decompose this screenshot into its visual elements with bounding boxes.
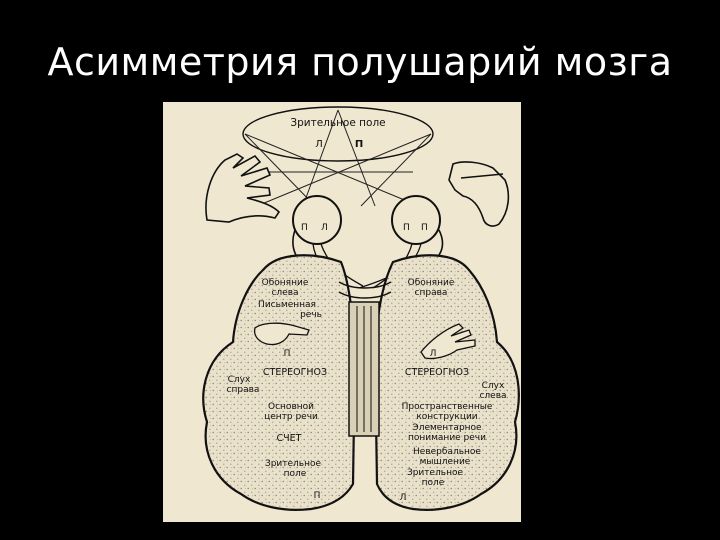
right-bottom-mark: Л	[400, 493, 407, 503]
right-nonverbal-line1: Невербальное	[413, 447, 481, 457]
visual-field-title: Зрительное поле	[290, 117, 385, 129]
right-smell-line1: Обоняние	[408, 278, 455, 288]
right-vision-line1: Зрительное	[407, 468, 464, 478]
right-spatial-line1: Пространственные	[402, 402, 493, 412]
left-inner-hand	[253, 322, 310, 346]
left-hand-mark: П	[284, 349, 291, 359]
left-writing-line1: Письменная	[258, 300, 316, 310]
right-stereognosis: СТЕРЕОГНОЗ	[405, 367, 469, 378]
right-speech-line2: понимание речи	[408, 433, 486, 443]
left-speech-line2: центр речи	[264, 412, 318, 422]
left-hand-illustration	[205, 153, 281, 223]
right-spatial-line2: конструкции	[416, 412, 477, 422]
left-vision-line1: Зрительное	[265, 459, 322, 469]
left-stereognosis: СТЕРЕОГНОЗ	[263, 367, 327, 378]
left-bottom-mark: П	[314, 491, 321, 501]
eye-right	[391, 195, 444, 261]
corpus-callosum	[338, 281, 392, 437]
left-speech-line1: Основной	[268, 402, 314, 412]
right-nonverbal-line2: мышление	[420, 457, 471, 467]
right-hearing-line2: слева	[479, 391, 506, 401]
left-smell-line2: слева	[271, 288, 298, 298]
left-counting: СЧЕТ	[277, 433, 302, 444]
slide-title: Асимметрия полушарий мозга	[47, 40, 673, 84]
visual-field-left-mark: Л	[315, 139, 323, 150]
eye-left-right-mark: Л	[321, 223, 328, 233]
left-smell-line1: Обоняние	[262, 278, 309, 288]
eye-left-left-mark: П	[301, 223, 308, 233]
left-hemisphere	[202, 254, 357, 511]
optic-crossing-lines	[244, 109, 432, 207]
left-hearing-line1: Слух	[228, 375, 251, 385]
eye-right-left-mark: П	[403, 223, 410, 233]
right-inner-hand	[420, 323, 476, 360]
eye-right-right-mark: П	[421, 223, 428, 233]
left-vision-line2: поле	[284, 469, 307, 479]
right-hemisphere	[373, 254, 520, 511]
right-smell-line2: справа	[415, 288, 448, 298]
right-hearing-line1: Слух	[482, 381, 505, 391]
right-vision-line2: поле	[422, 478, 445, 488]
visual-field	[242, 106, 434, 162]
visual-field-right-mark: П	[355, 139, 363, 150]
hemisphere-asymmetry-diagram: Зрительное поле Л П П Л П П Обоняние сле…	[163, 102, 521, 522]
right-hand-mark: Л	[430, 349, 437, 359]
right-hand-illustration	[448, 161, 510, 227]
left-writing-line2: речь	[300, 310, 322, 320]
left-hearing-line2: справа	[227, 385, 260, 395]
right-speech-line1: Элементарное	[412, 423, 482, 433]
